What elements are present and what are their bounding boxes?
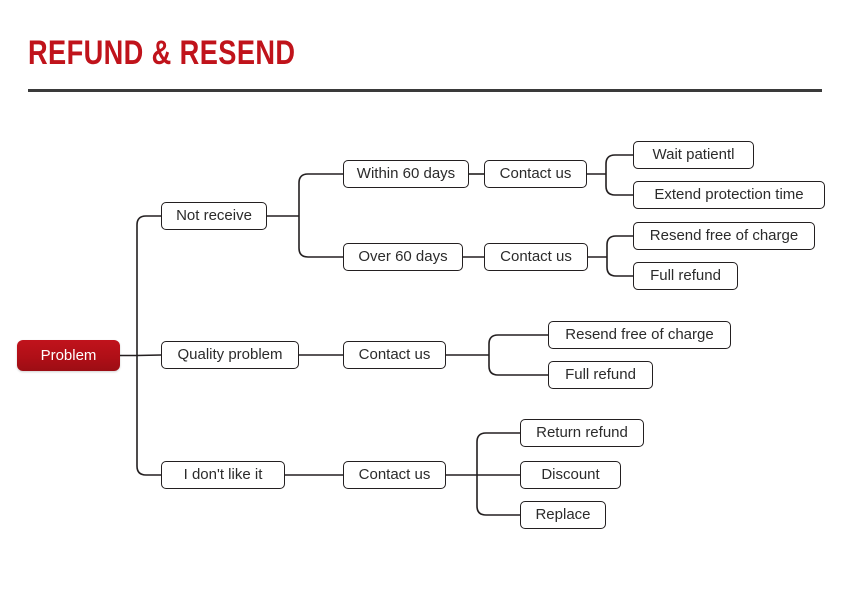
node-label: Extend protection time bbox=[654, 186, 804, 203]
node-not-receive[interactable]: Not receive bbox=[161, 202, 267, 230]
node-label: Resend free of charge bbox=[649, 227, 799, 244]
node-problem[interactable]: Problem bbox=[17, 340, 120, 371]
node-resend-free-2[interactable]: Resend free of charge bbox=[548, 321, 731, 349]
node-label: Quality problem bbox=[177, 346, 283, 363]
node-label: Wait patientl bbox=[652, 146, 735, 163]
node-over-60-days[interactable]: Over 60 days bbox=[343, 243, 463, 271]
node-label: Discount bbox=[541, 466, 600, 483]
page-title: REFUND & RESEND bbox=[28, 34, 296, 72]
node-dont-like-it[interactable]: I don't like it bbox=[161, 461, 285, 489]
node-label: Contact us bbox=[500, 248, 572, 265]
node-contact-us-1[interactable]: Contact us bbox=[484, 160, 587, 188]
connector-line bbox=[136, 355, 161, 476]
node-extend-protection[interactable]: Extend protection time bbox=[633, 181, 825, 209]
connector-line bbox=[476, 475, 520, 516]
connector-line bbox=[136, 354, 162, 357]
connector-line bbox=[605, 174, 633, 196]
node-full-refund-2[interactable]: Full refund bbox=[548, 361, 653, 389]
node-label: Full refund bbox=[650, 267, 721, 284]
node-label: I don't like it bbox=[183, 466, 263, 483]
node-return-refund[interactable]: Return refund bbox=[520, 419, 644, 447]
node-contact-us-3[interactable]: Contact us bbox=[343, 341, 446, 369]
node-quality-problem[interactable]: Quality problem bbox=[161, 341, 299, 369]
connector-line bbox=[136, 215, 161, 356]
node-label: Contact us bbox=[358, 346, 431, 363]
node-wait-patiently[interactable]: Wait patientl bbox=[633, 141, 754, 169]
node-label: Contact us bbox=[358, 466, 431, 483]
node-replace[interactable]: Replace bbox=[520, 501, 606, 529]
node-full-refund-1[interactable]: Full refund bbox=[633, 262, 738, 290]
node-label: Problem bbox=[40, 347, 97, 364]
connector-line bbox=[298, 173, 343, 216]
connector-line bbox=[476, 432, 520, 475]
node-label: Not receive bbox=[176, 207, 252, 224]
node-label: Full refund bbox=[565, 366, 636, 383]
node-resend-free-1[interactable]: Resend free of charge bbox=[633, 222, 815, 250]
connector-line bbox=[606, 257, 633, 277]
node-within-60-days[interactable]: Within 60 days bbox=[343, 160, 469, 188]
header-divider bbox=[28, 89, 822, 92]
node-label: Over 60 days bbox=[358, 248, 448, 265]
node-contact-us-4[interactable]: Contact us bbox=[343, 461, 446, 489]
node-label: Replace bbox=[535, 506, 591, 523]
node-label: Within 60 days bbox=[356, 165, 456, 182]
connector-line bbox=[298, 216, 343, 258]
node-label: Contact us bbox=[499, 165, 572, 182]
node-label: Return refund bbox=[536, 424, 628, 441]
connector-line bbox=[605, 154, 633, 174]
connector-line bbox=[488, 355, 548, 376]
connector-line bbox=[488, 334, 548, 355]
node-contact-us-2[interactable]: Contact us bbox=[484, 243, 588, 271]
node-discount[interactable]: Discount bbox=[520, 461, 621, 489]
connector-line bbox=[606, 235, 633, 257]
node-label: Resend free of charge bbox=[565, 326, 714, 343]
